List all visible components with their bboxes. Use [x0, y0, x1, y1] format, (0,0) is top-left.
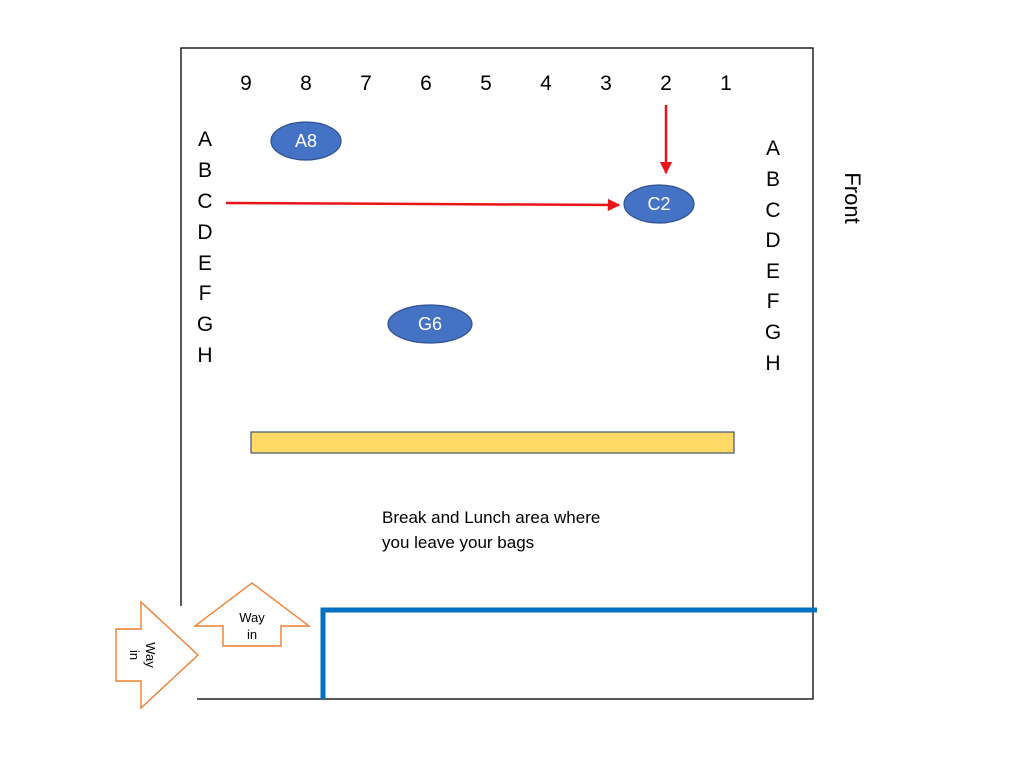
entrance-arrow-up: Way in: [192, 582, 312, 647]
row-letter: D: [765, 229, 780, 252]
row-letter: E: [198, 252, 212, 275]
seat-g6: G6: [387, 304, 473, 344]
column-numbers: 9 8 7 6 5 4 3 2 1: [240, 72, 732, 95]
seat-label: C2: [647, 194, 670, 214]
row-letter: C: [197, 190, 212, 213]
row-letter: H: [197, 344, 212, 367]
column-number: 6: [420, 72, 432, 95]
seat-label: G6: [418, 314, 442, 334]
row-letter: A: [198, 128, 212, 151]
column-number: 4: [540, 72, 552, 95]
seat-a8: A8: [270, 121, 342, 161]
seat-label: A8: [295, 131, 317, 151]
entrance-label: Way: [239, 610, 265, 625]
row-letter: G: [765, 321, 781, 344]
column-number: 7: [360, 72, 372, 95]
row-letter: F: [767, 290, 780, 313]
entrance-label: in: [127, 650, 142, 660]
row-letter: F: [199, 282, 212, 305]
break-area-line1: Break and Lunch area where: [382, 508, 600, 527]
row-letter: E: [766, 260, 780, 283]
row-letter: A: [766, 137, 780, 160]
blue-wall: [320, 607, 817, 699]
table-bar: [250, 431, 735, 454]
red-arrow-horizontal: [225, 198, 621, 212]
row-letter: D: [197, 221, 212, 244]
row-letter: G: [197, 313, 213, 336]
entrance-arrow-right: Way in: [115, 600, 200, 710]
front-label: Front: [840, 172, 865, 223]
seat-c2: C2: [623, 184, 695, 224]
row-letter: B: [198, 159, 212, 182]
entrance-label: in: [247, 627, 257, 642]
column-number: 5: [480, 72, 492, 95]
column-number: 2: [660, 72, 672, 95]
row-letter: C: [765, 199, 780, 222]
column-number: 8: [300, 72, 312, 95]
entrance-label: Way: [143, 642, 158, 668]
row-letter: H: [765, 352, 780, 375]
column-number: 3: [600, 72, 612, 95]
row-letter: B: [766, 168, 780, 191]
column-number: 9: [240, 72, 252, 95]
break-area-line2: you leave your bags: [382, 533, 534, 552]
column-number: 1: [720, 72, 732, 95]
row-letters-left: A B C D E F G H: [197, 128, 213, 367]
row-letters-right: A B C D E F G H: [765, 137, 781, 375]
